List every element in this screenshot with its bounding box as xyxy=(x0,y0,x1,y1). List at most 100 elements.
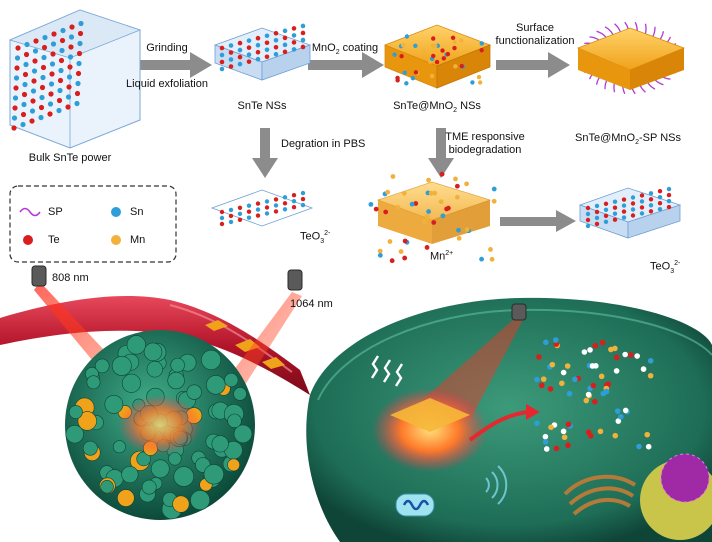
coated-atom xyxy=(400,42,406,48)
intracellular-ion xyxy=(542,433,549,440)
sn-atom xyxy=(282,42,288,48)
te-legend-icon xyxy=(23,235,33,245)
degrading-atom xyxy=(422,219,427,224)
tumor-cell-bump xyxy=(65,425,84,444)
tumor-cell-bump xyxy=(150,459,170,479)
degrading-atom xyxy=(432,190,438,196)
sn-atom xyxy=(630,207,636,212)
intracellular-ion xyxy=(615,418,622,424)
te-atom xyxy=(264,205,270,210)
tumor-cell-bump xyxy=(126,335,146,355)
intracellular-ion xyxy=(605,381,612,387)
sn-atom xyxy=(657,207,663,212)
coated-atom xyxy=(410,76,416,81)
sn-atom xyxy=(67,54,74,60)
te-atom xyxy=(264,40,270,46)
te-atom xyxy=(237,54,243,60)
te-atom xyxy=(255,201,261,206)
te-atom xyxy=(74,90,81,97)
coated-atom xyxy=(413,43,418,49)
sn-atom xyxy=(639,199,645,204)
degrading-atom xyxy=(479,256,484,262)
te-atom xyxy=(69,24,75,30)
te-atom xyxy=(23,51,30,58)
intracellular-ion xyxy=(587,433,594,439)
sn-atom xyxy=(621,203,627,208)
tumor-cell-bump xyxy=(224,372,239,388)
degrading-atom xyxy=(456,235,462,241)
intracellular-ion xyxy=(608,346,614,353)
intracellular-ion xyxy=(540,376,547,382)
sn-atom xyxy=(21,101,27,108)
te-atom xyxy=(630,201,636,206)
degrading-atom xyxy=(489,256,495,262)
te-atom xyxy=(219,59,225,65)
sn-atom xyxy=(22,81,28,88)
degrading-atom xyxy=(445,205,451,211)
intracellular-ion xyxy=(598,373,605,380)
intracellular-ion xyxy=(590,382,597,389)
arrow-tme-biodegradation-head xyxy=(428,158,454,178)
te-atom xyxy=(291,193,297,198)
degrading-atom xyxy=(426,177,431,183)
arrow-surface-functionalization xyxy=(496,60,550,70)
sn-atom xyxy=(38,114,44,121)
te-atom xyxy=(33,38,39,44)
arrow-degradation-pbs xyxy=(260,128,270,160)
coated-atom xyxy=(470,80,475,85)
te-atom xyxy=(291,26,297,31)
degrading-atom xyxy=(377,252,383,258)
degrading-atom xyxy=(401,190,407,196)
tumor-cell-bump xyxy=(86,375,101,390)
sn-atom xyxy=(76,60,82,67)
label-teo3-left: TeO32- xyxy=(300,230,331,245)
sn-atom xyxy=(291,199,297,204)
coated-atom xyxy=(479,48,484,53)
te-atom xyxy=(58,57,65,64)
te-atom xyxy=(639,193,645,198)
sn-atom xyxy=(29,108,36,114)
te-atom xyxy=(228,64,234,69)
te-atom xyxy=(76,50,83,57)
intracellular-ion xyxy=(536,354,542,360)
degrading-atom xyxy=(488,247,493,252)
laser-1064-emitter xyxy=(287,269,303,291)
te-atom xyxy=(65,104,71,110)
te-atom xyxy=(612,205,618,210)
te-atom xyxy=(59,37,66,44)
te-atom xyxy=(49,71,55,77)
te-atom xyxy=(219,209,225,215)
legend-sn-label: Sn xyxy=(130,206,144,218)
intracellular-ion xyxy=(561,434,568,441)
degraded-snte-fragments xyxy=(210,189,314,227)
snte-nanosheet xyxy=(213,23,312,81)
te-atom xyxy=(48,91,54,97)
te-atom xyxy=(237,40,243,46)
tumor-cell-bump xyxy=(227,413,242,428)
label-snte-nss: SnTe NSs xyxy=(237,100,287,112)
intracellular-ion xyxy=(553,445,560,452)
tumor-cell-bump xyxy=(117,489,135,507)
tumor-cell-bump xyxy=(146,361,164,378)
sn-atom xyxy=(59,47,65,54)
te-atom xyxy=(75,70,82,77)
arrow-mno2-coating xyxy=(308,60,364,70)
tumor-cell-bump xyxy=(111,355,132,376)
degrading-atom xyxy=(385,189,391,195)
sn-atom xyxy=(78,20,84,27)
te-atom xyxy=(255,213,261,218)
process-arrows xyxy=(130,52,576,232)
coated-atom xyxy=(441,56,446,61)
sn-atom xyxy=(264,211,270,216)
sn-atom xyxy=(291,47,297,52)
heat-arrows xyxy=(370,355,404,387)
sn-atom xyxy=(300,37,306,43)
hot-nanosheet xyxy=(390,398,470,432)
degrading-atom xyxy=(431,220,437,225)
intracellular-ion xyxy=(589,363,596,369)
label-808nm: 808 nm xyxy=(52,272,89,284)
arrow-surface-functionalization-head xyxy=(548,52,570,78)
arrow-grinding xyxy=(130,60,192,70)
